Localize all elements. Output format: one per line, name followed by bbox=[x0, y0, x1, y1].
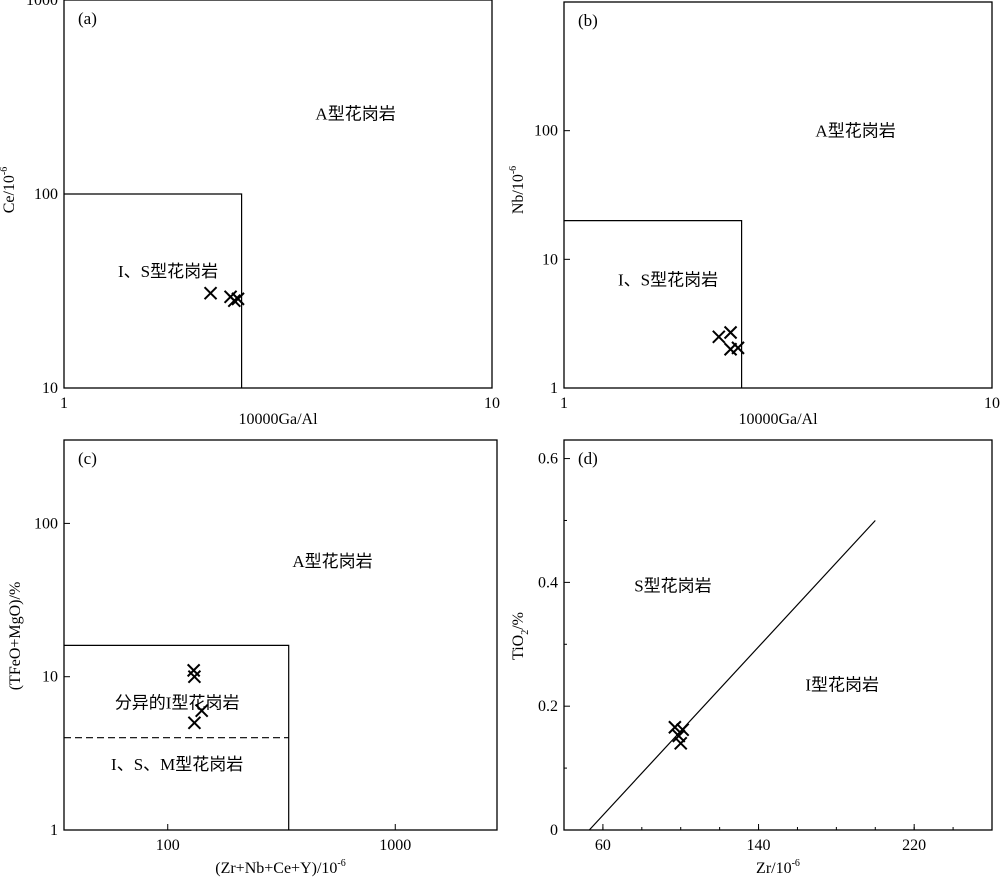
y-axis-label-subscript: 2 bbox=[520, 630, 531, 635]
region-label: I型花岗岩 bbox=[805, 676, 879, 695]
region-label: A型花岗岩 bbox=[315, 104, 395, 123]
data-point-marker bbox=[187, 716, 202, 730]
region-label: 分异的I型花岗岩 bbox=[115, 693, 240, 712]
y-tick-label: 10 bbox=[542, 251, 558, 268]
x-axis-label: (Zr+Nb+Ce+Y)/10-6 bbox=[215, 858, 346, 877]
region-label: I、S、M型花岗岩 bbox=[111, 755, 243, 774]
data-point-marker bbox=[712, 330, 726, 344]
x-axis-label-text: (Zr+Nb+Ce+Y)/10 bbox=[215, 860, 337, 877]
plot-frame bbox=[563, 1, 993, 389]
region-label: I、S型花岗岩 bbox=[118, 262, 218, 281]
plot-frame bbox=[63, 439, 498, 831]
region-label: A型花岗岩 bbox=[292, 552, 372, 571]
y-tick-label: 100 bbox=[534, 123, 558, 140]
x-tick-label: 140 bbox=[747, 837, 771, 854]
boundary-line bbox=[564, 220, 743, 388]
x-axis-label-text: 10000Ga/Al bbox=[238, 411, 318, 428]
region-label: S型花岗岩 bbox=[634, 576, 711, 595]
boundary-line bbox=[64, 193, 243, 388]
x-axis-label: 10000Ga/Al bbox=[738, 411, 818, 428]
y-axis-label: Ce/10-6 bbox=[0, 167, 18, 214]
region-label: A型花岗岩 bbox=[815, 122, 895, 141]
y-tick-label: 1 bbox=[550, 380, 558, 397]
y-tick-label: 0.4 bbox=[538, 574, 558, 591]
data-point-marker bbox=[231, 292, 245, 306]
y-tick-label: 0.2 bbox=[538, 698, 558, 715]
x-axis-label: Zr/10-6 bbox=[756, 858, 800, 877]
y-tick-label: 1 bbox=[50, 822, 58, 839]
y-tick-label: 10 bbox=[42, 380, 58, 397]
x-tick-label: 10 bbox=[984, 395, 1000, 412]
x-tick-label: 100 bbox=[156, 837, 180, 854]
y-tick-label: 0.6 bbox=[538, 451, 558, 468]
panel-label: (b) bbox=[578, 11, 598, 30]
data-point-marker bbox=[203, 286, 218, 300]
data-point-marker bbox=[674, 736, 688, 751]
y-axis-label: Nb/10-6 bbox=[508, 166, 527, 214]
panel-label: (c) bbox=[78, 449, 97, 468]
panel-label: (a) bbox=[78, 9, 97, 28]
data-point-marker bbox=[731, 341, 745, 355]
x-tick-label: 1000 bbox=[379, 837, 411, 854]
data-point-marker bbox=[227, 293, 242, 308]
data-point-marker bbox=[194, 704, 209, 718]
x-tick-label: 10 bbox=[484, 395, 500, 412]
plot-frame bbox=[563, 439, 993, 831]
x-axis-label-superscript: -6 bbox=[337, 858, 345, 869]
y-axis-label-text: (TFeO+MgO)/% bbox=[7, 582, 24, 691]
region-label: I、S型花岗岩 bbox=[618, 270, 718, 289]
x-axis-label-superscript: -6 bbox=[792, 858, 800, 869]
y-axis-label: (TFeO+MgO)/% bbox=[7, 582, 24, 691]
y-axis-label-text: TiO bbox=[510, 635, 527, 660]
y-axis-label: TiO2/% bbox=[510, 612, 531, 660]
y-tick-label: 0 bbox=[550, 822, 558, 839]
x-axis-label-text: 10000Ga/Al bbox=[738, 411, 818, 428]
data-point-marker bbox=[668, 720, 682, 734]
y-axis-label-text: Ce/10 bbox=[1, 175, 18, 213]
x-tick-label: 1 bbox=[560, 395, 568, 412]
panel-b: 1 10 1 10 100 A型花岗岩 I、S型花岗岩 (b) 10000Ga/Al Nb/10-… bbox=[508, 1, 1000, 428]
panel-label: (d) bbox=[578, 449, 598, 468]
data-point-marker bbox=[723, 325, 738, 340]
boundary-line bbox=[588, 520, 876, 831]
y-axis-label-text: Nb/10 bbox=[510, 174, 527, 214]
y-axis-label-superscript: -6 bbox=[508, 166, 519, 174]
y-tick-label: 1000 bbox=[26, 0, 58, 9]
y-axis-label-superscript: -6 bbox=[0, 167, 10, 175]
x-tick-label: 1 bbox=[60, 395, 68, 412]
data-point-marker bbox=[675, 723, 690, 737]
data-point-marker bbox=[187, 669, 202, 684]
y-tick-label: 100 bbox=[34, 186, 58, 203]
x-axis-label: 10000Ga/Al bbox=[238, 411, 318, 428]
x-tick-label: 60 bbox=[595, 837, 611, 854]
y-tick-label: 100 bbox=[34, 515, 58, 532]
y-tick-label: 10 bbox=[42, 669, 58, 686]
boundary-line bbox=[64, 644, 290, 830]
x-tick-label: 220 bbox=[902, 837, 926, 854]
x-axis-label-text: Zr/10 bbox=[756, 860, 792, 877]
y-axis-label-suffix: /% bbox=[510, 612, 527, 630]
